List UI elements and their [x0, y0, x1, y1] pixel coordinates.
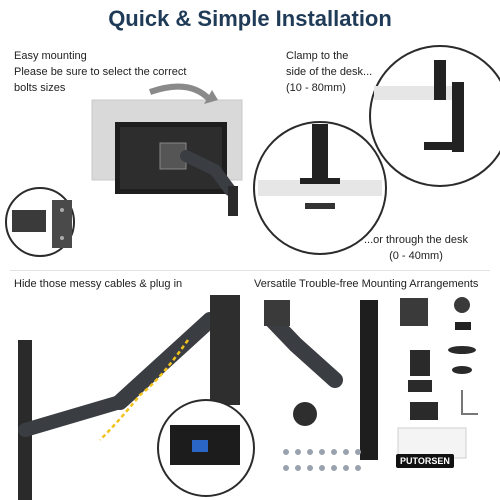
screw-icon — [343, 449, 349, 455]
cable-arm-illustration — [18, 295, 255, 500]
easy-mounting-line-1: Easy mounting — [14, 50, 87, 62]
clamp-line-1: Clamp to the — [286, 50, 349, 62]
parts-arm — [264, 312, 343, 388]
pole — [434, 60, 446, 100]
screw-icon — [319, 465, 325, 471]
parts-illustration — [264, 297, 478, 471]
vga-port — [192, 440, 208, 452]
desk-section — [258, 180, 382, 196]
upper-arm — [112, 312, 218, 410]
part-block — [455, 322, 471, 330]
mounted-monitor — [210, 295, 240, 405]
parts-vesa — [264, 300, 290, 326]
clamp-illustration — [253, 45, 500, 255]
screw-icon — [295, 449, 301, 455]
parts-clamp-2 — [408, 380, 432, 392]
section-divider — [10, 270, 490, 271]
screw-icon — [331, 465, 337, 471]
through-desk-text: ...or through the desk (0 - 40mm) — [364, 232, 468, 264]
clamp-line-2: side of the desk... — [286, 66, 373, 78]
parts-plate-2 — [452, 366, 472, 374]
screw-icon — [283, 465, 289, 471]
parts-plate-1 — [448, 346, 476, 354]
mount-pole — [18, 340, 32, 500]
screw-icon — [319, 449, 325, 455]
screws-group — [283, 449, 361, 471]
brand-logo: PUTORSEN — [396, 454, 454, 468]
clamp-bottom — [424, 142, 464, 150]
easy-mounting-line-2: Please be sure to select the correct — [14, 66, 187, 78]
cables-label: Hide those messy cables & plug in — [14, 278, 183, 290]
monitor-mounting-illustration — [5, 83, 243, 257]
gas-arm — [180, 150, 236, 196]
screw-icon — [283, 449, 289, 455]
grommet-pole — [312, 124, 328, 182]
parts-collar — [293, 402, 317, 426]
parts-ring — [454, 297, 470, 313]
bracket-arm — [12, 210, 46, 232]
allen-key-icon — [461, 390, 478, 415]
clamp-circle — [369, 45, 500, 187]
through-desk-line-1: ...or through the desk — [364, 234, 468, 246]
parts-vesa-plate — [400, 298, 428, 326]
page-title: Quick & Simple Installation — [108, 6, 392, 31]
clamp-text: Clamp to the side of the desk... (10 - 8… — [286, 48, 372, 96]
rotate-arrow-icon — [149, 83, 213, 103]
screw-icon — [343, 465, 349, 471]
arm-post — [228, 186, 238, 216]
screw-icon — [331, 449, 337, 455]
screw-icon — [307, 449, 313, 455]
clamp-body — [452, 82, 464, 152]
rotate-arrowhead-icon — [204, 90, 218, 104]
grommet-base — [300, 178, 340, 184]
lower-arm — [18, 395, 127, 437]
cable — [99, 339, 190, 441]
easy-mounting-text: Easy mounting Please be sure to select t… — [14, 48, 186, 96]
screw-icon — [307, 465, 313, 471]
screw-icon — [355, 465, 361, 471]
through-desk-line-2: (0 - 40mm) — [389, 250, 443, 262]
grommet-plate — [305, 203, 335, 209]
parts-pole — [360, 300, 378, 460]
parts-clamp-1 — [410, 350, 430, 376]
bolt-hole — [60, 208, 64, 212]
vesa-bracket — [52, 200, 72, 248]
arrangements-label: Versatile Trouble-free Mounting Arrangem… — [254, 278, 479, 290]
easy-mounting-line-3: bolts sizes — [14, 82, 66, 94]
screw-icon — [355, 449, 361, 455]
clamp-line-3: (10 - 80mm) — [286, 82, 346, 94]
screw-icon — [295, 465, 301, 471]
parts-base-plate — [410, 402, 438, 420]
bolt-hole — [60, 236, 64, 240]
